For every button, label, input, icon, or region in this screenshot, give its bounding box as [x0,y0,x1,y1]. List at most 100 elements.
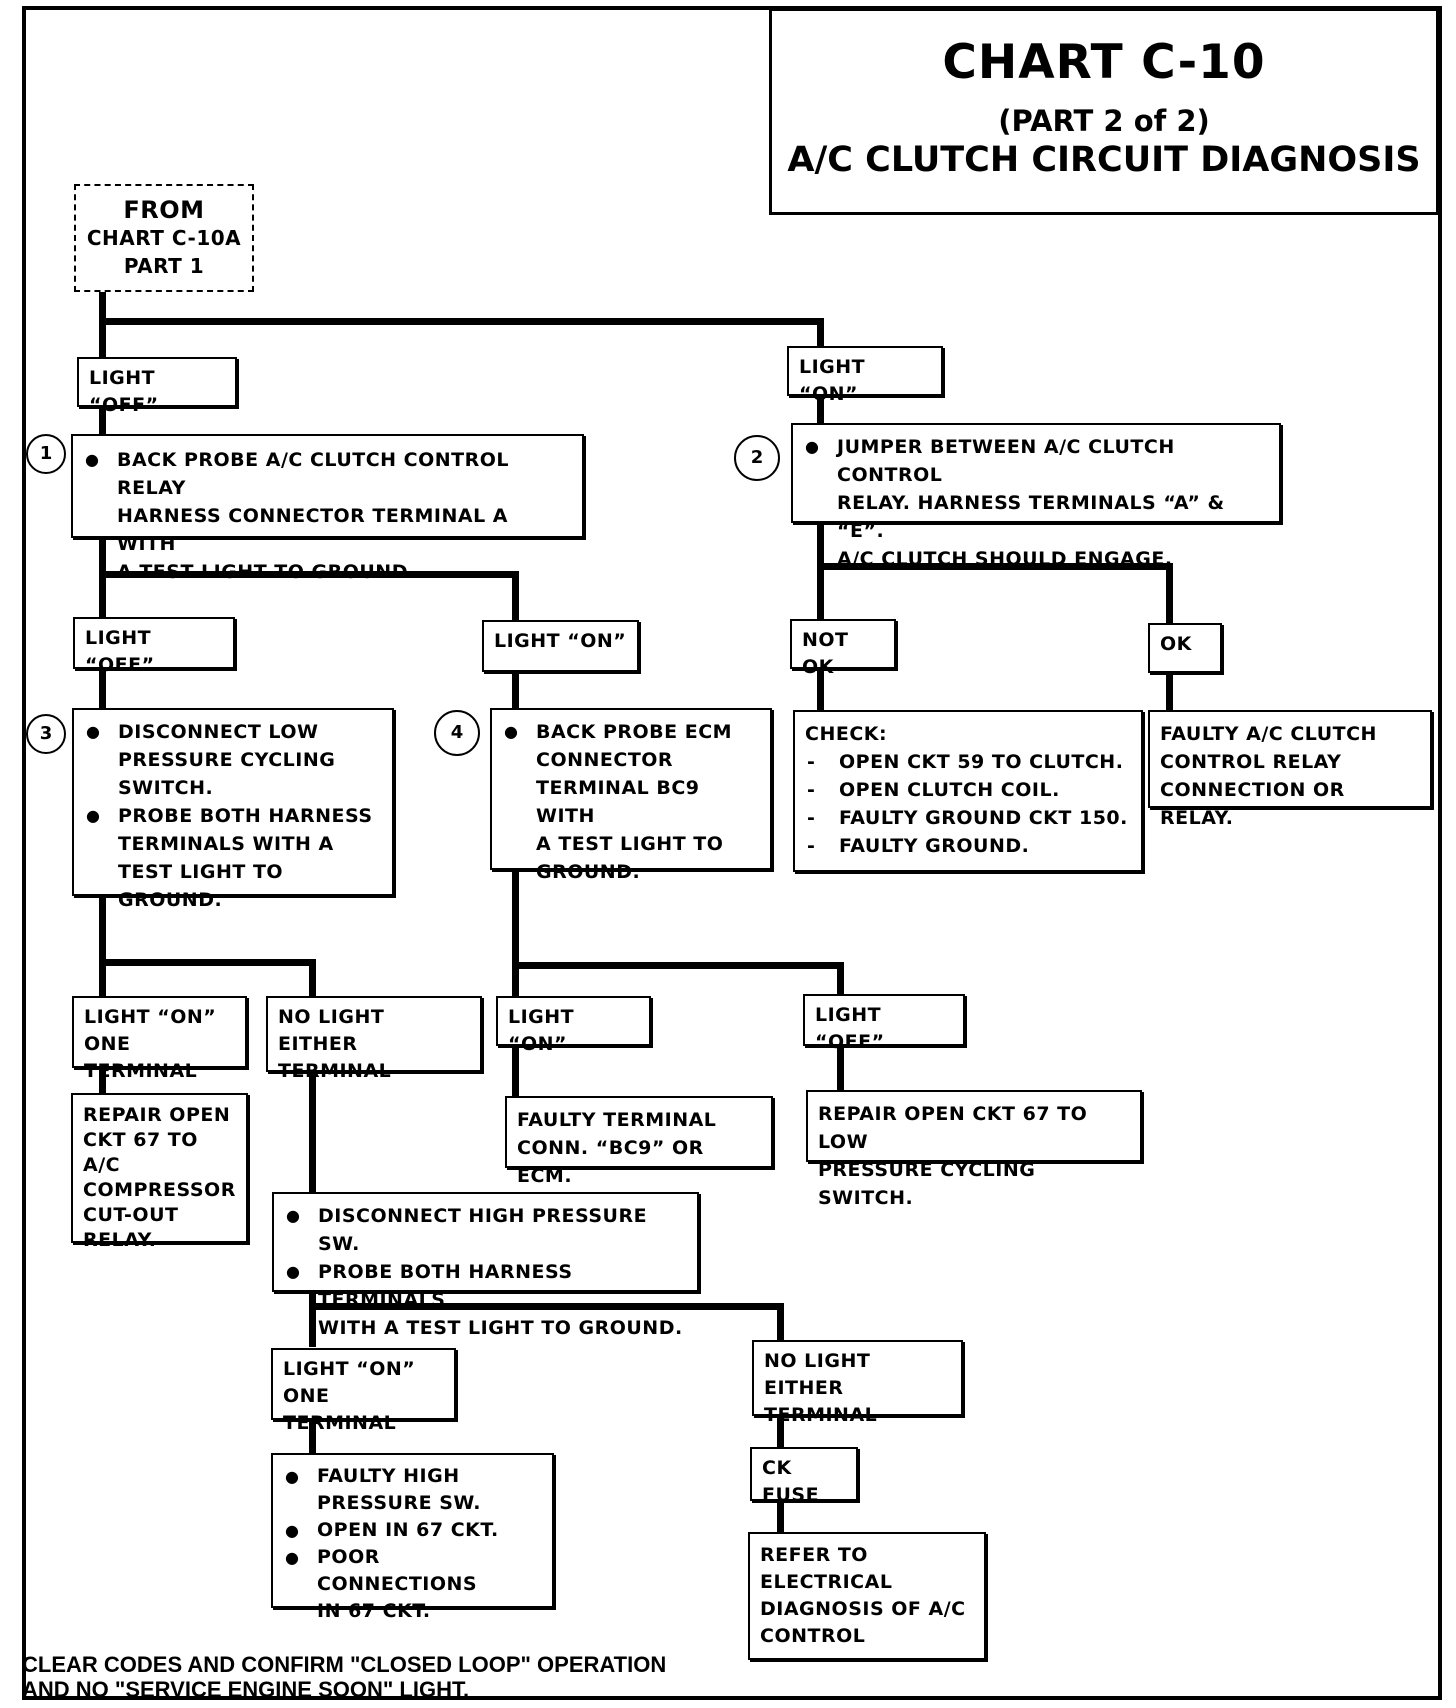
wire [99,668,106,708]
hp-fault-item: POOR CONNECTIONS IN 67 CKT. [283,1544,542,1625]
wire [512,672,519,708]
wire [99,400,106,440]
step-4-line: BACK PROBE ECM [536,721,733,743]
high-pressure-step-box: DISCONNECT HIGH PRESSURE SW. PROBE BOTH … [272,1192,699,1339]
label-line: ONE TERMINAL [283,1385,397,1434]
hp-line: WITH A TEST LIGHT TO GROUND. [318,1317,683,1339]
step-4-line: A TEST LIGHT TO [536,833,724,855]
repair-line: CUT-OUT [83,1204,179,1226]
label-line: LIGHT “ON” [84,1006,217,1028]
branch-top-light-off: LIGHT “OFF” [77,357,237,416]
hp-instruction: DISCONNECT HIGH PRESSURE SW. [284,1202,687,1258]
wire [817,386,824,426]
from-part-ref: PART 1 [123,254,205,278]
label-line: ONE TERMINAL [84,1033,198,1082]
from-chart-box: FROM CHART C-10A PART 1 [74,184,254,292]
wire [512,1041,519,1096]
step-3-line: SWITCH. [118,777,214,799]
step-2-instruction: JUMPER BETWEEN A/C CLUTCH CONTROL RELAY.… [803,433,1269,573]
branch-s2-not-ok: NOT OK [790,619,896,678]
wire [99,1063,106,1093]
refer-line: REFER TO [760,1544,868,1566]
faulty-relay-box: FAULTY A/C CLUTCH CONTROL RELAY CONNECTI… [1148,710,1432,829]
step-2-box: JUMPER BETWEEN A/C CLUTCH CONTROL RELAY.… [791,423,1281,570]
step-4-line: GROUND. [536,861,641,883]
footer-line: AND NO "SERVICE ENGINE SOON" LIGHT. [22,1677,470,1702]
step-1-line: HARNESS CONNECTOR TERMINAL A WITH [117,505,509,555]
branch-s1-light-off: LIGHT “OFF” [73,617,235,676]
wire [309,1067,316,1192]
wire [99,893,106,996]
step-4-marker: 4 [434,710,480,756]
wire [837,1045,844,1090]
branch-s3-no-light: NO LIGHT EITHER TERMINAL [266,996,482,1082]
branch-hp-light-on-one: LIGHT “ON” ONE TERMINAL [271,1348,456,1434]
wire [309,1411,316,1456]
step-3-line: TERMINALS WITH A [118,833,334,855]
branch-hp-no-light: NO LIGHT EITHER TERMINAL [752,1340,963,1426]
from-chart-ref: CHART C-10A [86,226,242,250]
repair-low-line: PRESSURE CYCLING SWITCH. [818,1159,1036,1209]
hp-fault-item: FAULTY HIGH PRESSURE SW. [283,1463,542,1517]
step-3-line: DISCONNECT LOW [118,721,319,743]
branch-s2-ok: OK [1148,623,1222,673]
repair-low-line: REPAIR OPEN CKT 67 TO LOW [818,1103,1088,1153]
wire [99,290,106,360]
step-3-marker: 3 [26,714,66,754]
faulty-bc9-line: FAULTY TERMINAL [517,1109,717,1131]
step-3-line: PROBE BOTH HARNESS [118,805,373,827]
check-item: FAULTY GROUND CKT 150. [805,804,1131,832]
hp-fault-item: OPEN IN 67 CKT. [283,1517,542,1544]
step-3-instruction: PROBE BOTH HARNESS TERMINALS WITH A TEST… [84,802,382,914]
label-line: LIGHT “ON” [283,1358,416,1380]
step-1-marker: 1 [26,434,66,474]
step-3-box: DISCONNECT LOW PRESSURE CYCLING SWITCH. … [72,708,394,911]
step-1-box: BACK PROBE A/C CLUTCH CONTROL RELAY HARN… [71,434,584,583]
branch-s4-light-off: LIGHT “OFF” [803,994,965,1053]
wire [1166,672,1173,710]
chart-part: (PART 2 of 2) [998,104,1210,138]
step-1-instruction: BACK PROBE A/C CLUTCH CONTROL RELAY HARN… [83,446,572,586]
step-2-line: JUMPER BETWEEN A/C CLUTCH CONTROL [837,436,1175,486]
step-2-marker: 2 [734,435,780,481]
wire [99,318,824,325]
faulty-relay-line: CONTROL RELAY [1160,751,1342,773]
refer-electrical-box: REFER TO ELECTRICAL DIAGNOSIS OF A/C CON… [748,1532,986,1660]
wire [837,962,844,996]
ck-fuse-box: CK FUSE [750,1447,858,1506]
step-3-instruction: DISCONNECT LOW PRESSURE CYCLING SWITCH. [84,718,382,802]
faulty-bc9-box: FAULTY TERMINAL CONN. “BC9” OR ECM. [505,1096,773,1187]
repair-line: RELAY. [83,1229,157,1251]
from-label: FROM [123,196,205,224]
wire [817,668,824,710]
hp-fault-line: PRESSURE SW. [317,1492,482,1514]
branch-s1-light-on: LIGHT “ON” [482,620,639,672]
check-item: OPEN CLUTCH COIL. [805,776,1131,804]
refer-line: CONTROL [760,1625,866,1647]
wire [777,1497,784,1535]
refer-line: ELECTRICAL [760,1571,893,1593]
step-4-box: BACK PROBE ECM CONNECTOR TERMINAL BC9 WI… [490,708,772,883]
branch-s4-light-on: LIGHT “ON” [496,996,651,1055]
wire [1166,563,1173,623]
hp-instruction: PROBE BOTH HARNESS TERMINALS WITH A TEST… [284,1258,687,1342]
step-2-line: A/C CLUTCH SHOULD ENGAGE. [837,548,1173,570]
step-1-line: BACK PROBE A/C CLUTCH CONTROL RELAY [117,449,510,499]
step-2-line: RELAY. HARNESS TERMINALS “A” & “E”. [837,492,1225,542]
repair-ckt67-low-box: REPAIR OPEN CKT 67 TO LOW PRESSURE CYCLI… [806,1090,1142,1209]
wire [777,1303,784,1343]
hp-fault-line: FAULTY HIGH [317,1465,460,1487]
wire [512,571,519,621]
step-3-line: PRESSURE CYCLING [118,749,336,771]
wire [817,318,824,348]
label-line: TERMINAL [278,1060,392,1082]
step-4-line: TERMINAL BC9 WITH [536,777,700,827]
wire [512,866,519,996]
footer-note: CLEAR CODES AND CONFIRM "CLOSED LOOP" OP… [22,1652,762,1702]
repair-line: COMPRESSOR [83,1179,236,1201]
faulty-relay-line: CONNECTION OR RELAY. [1160,779,1345,829]
chart-title: CHART C-10 [942,35,1266,90]
hp-fault-line: POOR CONNECTIONS [317,1546,478,1595]
wire [777,1413,784,1450]
